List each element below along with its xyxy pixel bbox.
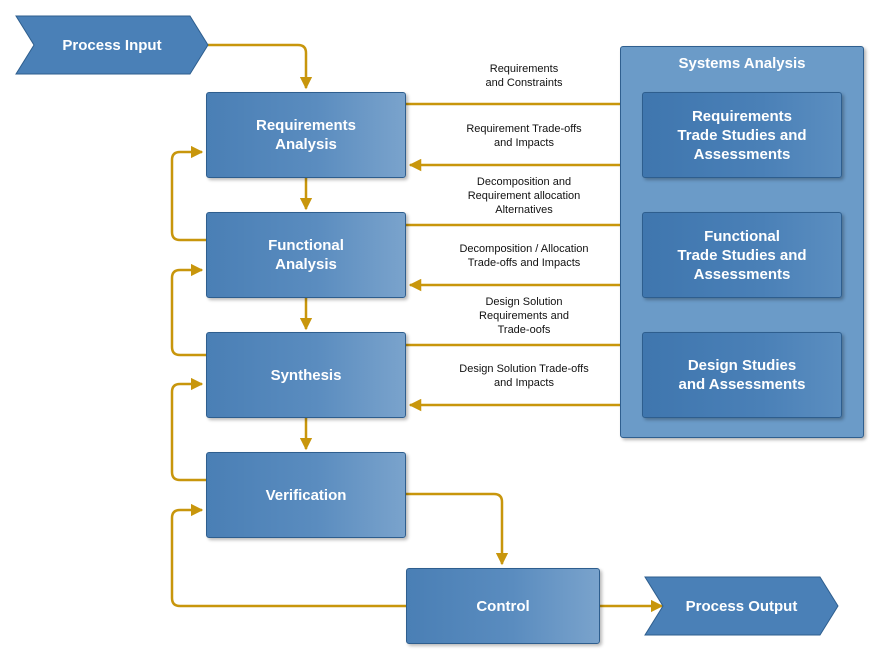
- control-block: Control: [406, 568, 600, 644]
- verification-block: Verification: [206, 452, 406, 538]
- loop-functional-to-requirements: [170, 145, 206, 242]
- process-input-label: Process Input: [62, 36, 162, 54]
- requirements-trade-studies-block: Requirements Trade Studies and Assessmen…: [642, 92, 842, 178]
- functional-trade-studies-block: Functional Trade Studies and Assessments: [642, 212, 842, 298]
- label-decomposition-tradeoffs: Decomposition / Allocation Trade-offs an…: [459, 243, 589, 269]
- functional-analysis-block: Functional Analysis: [206, 212, 406, 298]
- label-decomposition-allocation: Decomposition and Requirement allocation…: [467, 176, 581, 216]
- design-studies-block: Design Studies and Assessments: [642, 332, 842, 418]
- label-design-requirements: Design Solution Requirements and Trade-o…: [479, 296, 569, 336]
- systems-analysis-title: Systems Analysis: [678, 55, 806, 72]
- process-output-chevron: [644, 576, 839, 636]
- synthesis-block: Synthesis: [206, 332, 406, 418]
- arrow-input-to-requirements: [208, 43, 313, 90]
- loop-verification-to-synthesis: [170, 377, 206, 482]
- label-requirements-constraints: Requirements and Constraints: [485, 63, 563, 89]
- label-design-tradeoffs: Design Solution Trade-offs and Impacts: [459, 363, 589, 389]
- process-input-chevron: [15, 15, 209, 75]
- label-requirement-tradeoffs: Requirement Trade-offs and Impacts: [466, 123, 582, 149]
- requirements-analysis-block: Requirements Analysis: [206, 92, 406, 178]
- arrow-verification-to-control: [406, 492, 509, 566]
- loop-control-to-verification: [170, 503, 406, 608]
- process-output-label: Process Output: [685, 597, 798, 615]
- loop-synthesis-to-functional: [170, 263, 206, 357]
